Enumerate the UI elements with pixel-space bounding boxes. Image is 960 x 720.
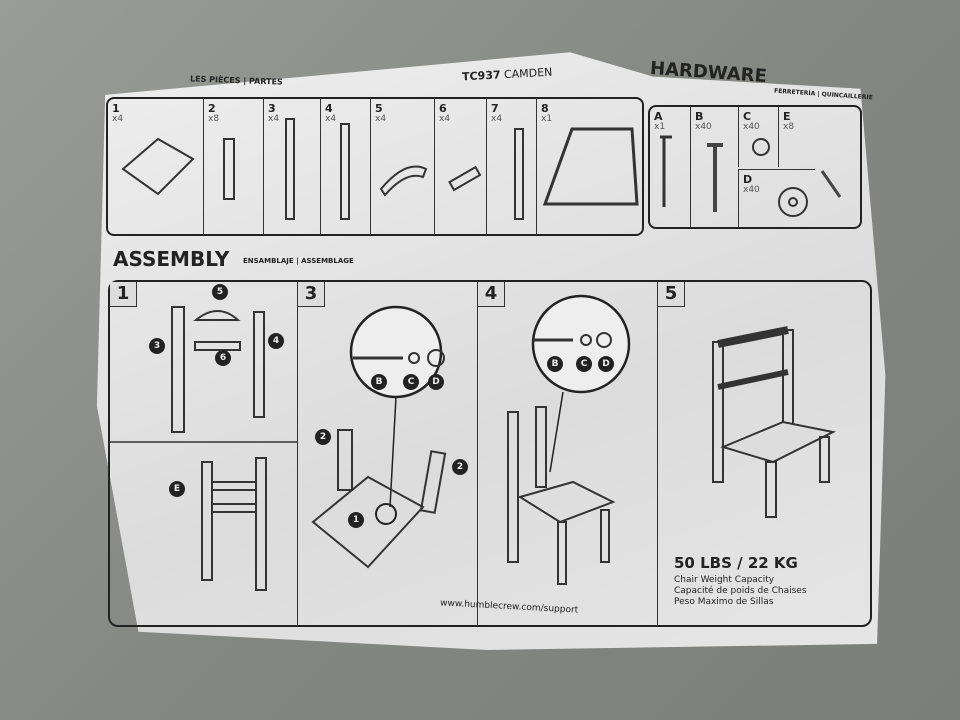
part-number: 8 <box>541 102 549 115</box>
part-8-icon <box>542 127 639 206</box>
step-number: 4 <box>478 282 505 307</box>
flat-washer-icon <box>778 187 808 217</box>
part-qty: x4 <box>325 114 337 124</box>
part-number: 2 <box>208 102 216 115</box>
capacity-label-es: Peso Maximo de Sillas <box>674 597 774 607</box>
capacity-label-en: Chair Weight Capacity <box>674 575 775 585</box>
step-4: 4 <box>477 282 658 625</box>
part-7-icon <box>514 128 524 220</box>
step-number: 1 <box>110 282 137 307</box>
part-qty: x4 <box>268 114 280 124</box>
hardware-letter: E <box>783 110 791 123</box>
callout-part5: 5 <box>212 284 228 300</box>
model-name: CAMDEN <box>503 65 553 82</box>
step-3: 3 <box>297 282 478 625</box>
hardware-qty: x8 <box>783 122 795 132</box>
callout-part2: 2 <box>315 429 331 445</box>
screw-icon <box>820 170 842 198</box>
part-qty: x4 <box>439 114 451 124</box>
callout-B: B <box>371 374 387 390</box>
callout-part2: 2 <box>452 459 468 475</box>
step-number: 3 <box>298 282 325 307</box>
lock-washer-icon <box>752 138 770 156</box>
step-5: 5 50 LBS / 22 KG Chair Weight Capacity C… <box>657 282 870 625</box>
hardware-letter: B <box>695 110 704 123</box>
callout-C: C <box>403 374 419 390</box>
callout-B: B <box>547 356 563 372</box>
hardware-letter: D <box>743 173 753 186</box>
part-number: 4 <box>325 102 333 115</box>
part-2-icon <box>223 138 235 200</box>
callout-part4: 4 <box>268 333 284 349</box>
weight-capacity-value: 50 LBS / 22 KG <box>674 554 798 572</box>
part-6-icon <box>448 165 482 192</box>
hardware-qty: x40 <box>743 122 760 132</box>
step-1-illustration <box>110 306 297 591</box>
part-number: 7 <box>491 102 499 115</box>
callout-D: D <box>598 356 614 372</box>
part-number: 1 <box>112 102 120 115</box>
allen-key-icon <box>660 135 672 207</box>
part-qty: x4 <box>375 114 387 124</box>
part-4-icon <box>340 123 350 220</box>
assembly-panel: 1 3 4 <box>108 280 872 627</box>
part-qty: x8 <box>208 114 220 124</box>
callout-D: D <box>428 374 444 390</box>
part-1-icon <box>121 137 195 196</box>
bolt-icon <box>707 143 723 212</box>
weight-capacity-labels: Chair Weight Capacity Capacité de poids … <box>674 575 807 608</box>
callout-part3: 3 <box>149 338 165 354</box>
part-number: 3 <box>268 102 276 115</box>
part-qty: x4 <box>112 114 124 124</box>
callout-part6: 6 <box>215 350 231 366</box>
part-qty: x4 <box>491 114 503 124</box>
capacity-label-fr: Capacité de poids de Chaises <box>674 586 807 596</box>
hardware-qty: x40 <box>695 122 712 132</box>
hardware-letter: A <box>654 110 663 123</box>
assembly-title: ASSEMBLY <box>113 247 230 271</box>
part-qty: x1 <box>541 114 553 124</box>
part-5-icon <box>379 165 428 197</box>
part-number: 5 <box>375 102 383 115</box>
part-3-icon <box>285 118 295 220</box>
model-number: TC937 <box>461 68 501 84</box>
part-number: 6 <box>439 102 447 115</box>
step-3-illustration <box>311 305 447 569</box>
finished-chair-illustration <box>712 326 837 518</box>
hardware-letter: C <box>743 110 752 123</box>
hardware-qty: x1 <box>654 122 666 132</box>
step-1: 1 <box>110 282 297 625</box>
step-number: 5 <box>658 282 685 307</box>
assembly-subtitle: ENSAMBLAJE | ASSEMBLAGE <box>243 257 354 265</box>
callout-part1: 1 <box>348 512 364 528</box>
step-4-illustration <box>507 294 631 585</box>
callout-E: E <box>169 481 185 497</box>
hardware-qty: x40 <box>743 185 760 195</box>
callout-C: C <box>576 356 592 372</box>
